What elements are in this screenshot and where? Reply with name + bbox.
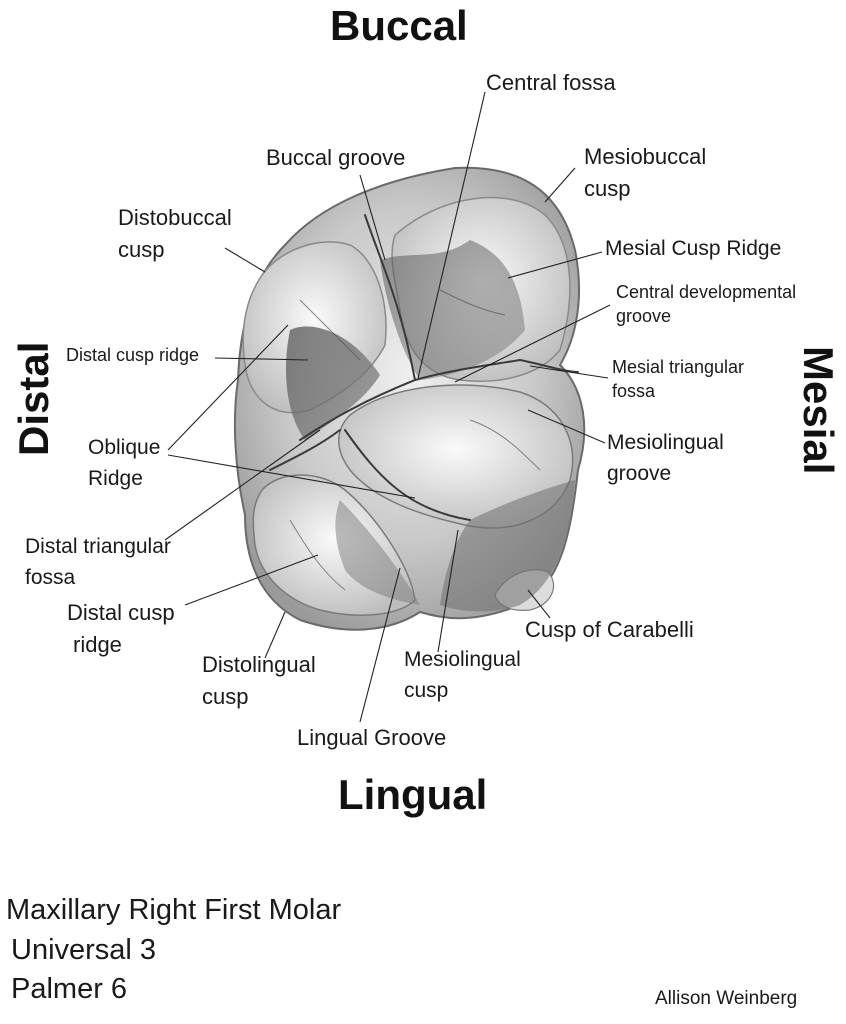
distolingual-groove — [269, 429, 341, 471]
direction-distal: Distal — [10, 341, 57, 456]
label-distal-cusp-ridge-lower-line2: ridge — [73, 632, 122, 657]
leader-distal-cusp-ridge-upper — [214, 357, 309, 361]
label-mesiolingual-cusp-line2: cusp — [404, 679, 449, 702]
distal-lingual-shadow — [335, 500, 420, 605]
hatch-3 — [469, 419, 541, 471]
leader-mesial-cusp-ridge — [507, 251, 603, 279]
label-oblique-ridge-line2: Ridge — [88, 467, 143, 490]
leader-mesiolingual-cusp — [437, 529, 459, 653]
label-distal-cusp-ridge-lower-line1: Distal cusp — [67, 600, 175, 625]
direction-buccal: Buccal — [330, 2, 468, 49]
caption-palmer: Palmer 6 — [11, 973, 128, 1005]
oblique-ridge-groove — [299, 379, 416, 441]
label-mesiolingual-cusp-line1: Mesiolingual — [404, 648, 521, 671]
label-mesiolingual-groove-line1: Mesiolingual — [607, 431, 724, 454]
author-credit: Allison Weinberg — [655, 988, 798, 1009]
label-distal-triangular-fossa-line2: fossa — [25, 566, 76, 589]
central-dark-fossa — [380, 240, 525, 380]
label-mesial-triangular-fossa-line2: fossa — [612, 381, 656, 401]
lingual-dark-area — [440, 480, 575, 612]
label-distal-triangular-fossa-line1: Distal triangular — [25, 535, 171, 558]
label-distolingual-cusp-line1: Distolingual — [202, 652, 316, 677]
leader-distolingual-cusp — [264, 611, 286, 659]
leader-oblique-ridge-2 — [167, 454, 416, 499]
label-mesiolingual-groove: Mesiolingual groove — [607, 427, 724, 489]
label-mesial-triangular-fossa-line1: Mesial triangular — [612, 357, 745, 377]
label-oblique-ridge: Oblique Ridge — [88, 432, 160, 494]
leader-mesiobuccal-cusp — [544, 167, 576, 203]
leader-distobuccal-cusp — [224, 247, 266, 273]
distal-dark-fossa — [285, 326, 380, 440]
leader-distal-triangular-fossa — [164, 429, 321, 541]
direction-lingual: Lingual — [338, 771, 488, 818]
buccal-groove-line — [364, 214, 416, 381]
label-central-developmental-groove-line1: Central developmental — [616, 282, 797, 302]
label-distolingual-cusp-line2: cusp — [202, 684, 249, 709]
caption-title: Maxillary Right First Molar — [6, 894, 342, 926]
central-groove-line — [414, 359, 521, 381]
label-mesiobuccal-cusp: Mesiobuccal cusp — [584, 141, 706, 205]
label-mesiolingual-cusp: Mesiolingual cusp — [404, 644, 521, 706]
label-oblique-ridge-line1: Oblique — [88, 436, 161, 459]
leader-mesial-triangular-fossa — [529, 365, 609, 379]
label-lingual-groove: Lingual Groove — [297, 725, 447, 750]
label-distal-cusp-ridge-lower: Distal cusp ridge — [67, 597, 175, 661]
label-central-developmental-groove-line2: groove — [616, 306, 672, 326]
caption-universal: Universal 3 — [11, 934, 157, 966]
label-mesial-cusp-ridge: Mesial Cusp Ridge — [605, 237, 782, 260]
label-cusp-of-carabelli: Cusp of Carabelli — [525, 617, 694, 642]
label-central-fossa: Central fossa — [486, 70, 616, 95]
leader-lingual-groove — [359, 567, 401, 723]
mesial-crest — [519, 359, 579, 373]
leader-mesiolingual-groove — [527, 409, 606, 444]
leader-buccal-groove — [359, 174, 386, 261]
leader-oblique-ridge — [167, 324, 289, 451]
label-mesiolingual-groove-line2: groove — [607, 462, 672, 485]
hatch-1 — [299, 299, 361, 361]
direction-mesial: Mesial — [795, 346, 842, 475]
lingual-groove-line — [344, 429, 471, 521]
label-distolingual-cusp: Distolingual cusp — [202, 649, 316, 713]
label-distobuccal-cusp-line1: Distobuccal — [118, 205, 232, 230]
label-distal-cusp-ridge-upper: Distal cusp ridge — [66, 345, 200, 365]
label-mesiobuccal-cusp-line1: Mesiobuccal — [584, 144, 707, 169]
leader-central-dev-groove — [454, 304, 611, 383]
label-mesiobuccal-cusp-line2: cusp — [584, 176, 631, 201]
label-distal-triangular-fossa: Distal triangular fossa — [25, 531, 171, 593]
leader-distal-cusp-ridge-lower — [184, 554, 319, 606]
leader-cusp-of-carabelli — [527, 589, 551, 619]
label-mesial-triangular-fossa: Mesial triangular fossa — [612, 355, 744, 403]
label-buccal-groove: Buccal groove — [266, 145, 406, 170]
hatch-2 — [439, 289, 506, 316]
label-distobuccal-cusp: Distobuccal cusp — [118, 202, 232, 266]
label-distobuccal-cusp-line2: cusp — [118, 237, 165, 262]
label-central-developmental-groove: Central developmental groove — [616, 280, 796, 328]
leader-central-fossa — [417, 91, 486, 379]
